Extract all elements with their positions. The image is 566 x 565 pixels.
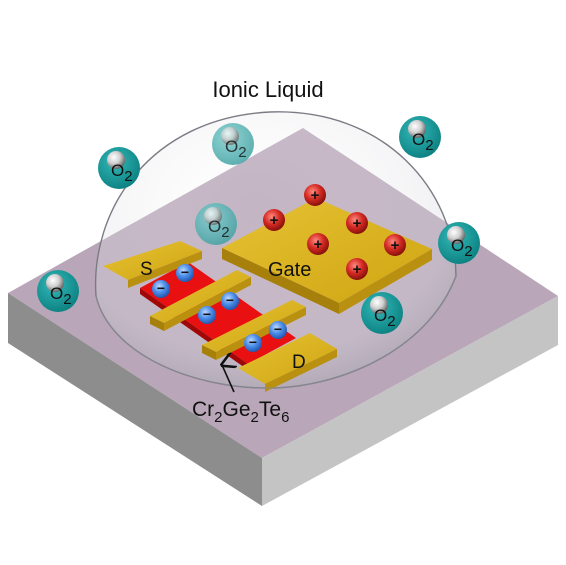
positive-ion: +	[263, 209, 285, 231]
svg-text:O2: O2	[374, 306, 396, 330]
svg-text:+: +	[353, 261, 362, 278]
positive-ions: + + + + + +	[263, 184, 406, 280]
diagram-title: Ionic Liquid	[212, 77, 323, 102]
substrate-side-right	[262, 296, 558, 506]
positive-ion: +	[307, 233, 329, 255]
oxygen-molecules: O2 O2 O2 O2 O2 O2 O2	[37, 116, 480, 334]
positive-ion: +	[346, 258, 368, 280]
dome-rim	[95, 275, 457, 389]
svg-text:O2: O2	[208, 217, 230, 241]
drain-electrode	[202, 300, 337, 392]
material-label: Cr2Ge2Te6	[192, 398, 289, 426]
oxygen-molecule: O2	[37, 270, 79, 312]
svg-text:+: +	[311, 187, 320, 204]
oxygen-molecule: O2	[361, 292, 403, 334]
negative-ion: −	[198, 306, 216, 324]
oxygen-molecule: O2	[212, 123, 254, 165]
source-electrode	[103, 241, 251, 331]
positive-ion: +	[304, 184, 326, 206]
negative-ion: −	[152, 280, 170, 298]
svg-text:−: −	[274, 321, 282, 337]
positive-ion: +	[346, 212, 368, 234]
positive-ion: +	[384, 234, 406, 256]
oxygen-molecule: O2	[438, 222, 480, 264]
svg-text:−: −	[203, 306, 211, 322]
substrate-side-left	[8, 293, 262, 506]
oxygen-molecule: O2	[399, 116, 441, 158]
gate-label: Gate	[268, 259, 311, 281]
material-arrow	[222, 365, 234, 393]
oxygen-molecule: O2	[98, 147, 140, 189]
svg-text:+: +	[270, 212, 279, 229]
negative-ion: −	[244, 334, 262, 352]
svg-text:O2: O2	[225, 137, 247, 161]
svg-text:+: +	[353, 215, 362, 232]
svg-text:+: +	[314, 236, 323, 253]
source-label: S	[140, 259, 153, 280]
svg-text:O2: O2	[50, 284, 72, 308]
svg-text:−: −	[181, 264, 189, 280]
drain-label: D	[292, 352, 306, 373]
svg-text:O2: O2	[451, 236, 473, 260]
svg-text:+: +	[391, 237, 400, 254]
oxygen-molecule: O2	[195, 203, 237, 245]
svg-text:−: −	[249, 334, 257, 350]
negative-ions: − − − − − −	[152, 264, 287, 352]
svg-text:O2: O2	[412, 130, 434, 154]
negative-ion: −	[221, 292, 239, 310]
negative-ion: −	[269, 321, 287, 339]
svg-text:O2: O2	[111, 161, 133, 185]
svg-text:−: −	[157, 280, 165, 296]
svg-text:−: −	[226, 292, 234, 308]
negative-ion: −	[176, 264, 194, 282]
